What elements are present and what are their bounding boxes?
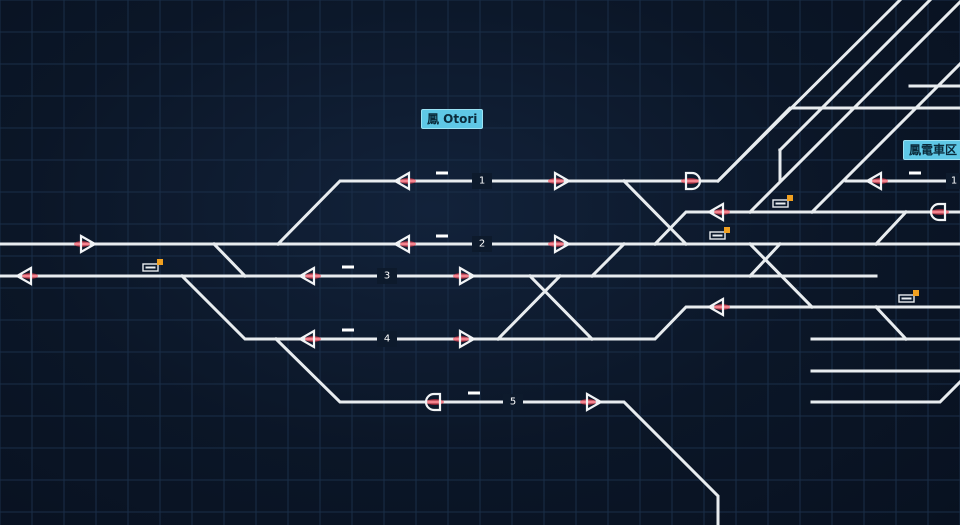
crossover-a[interactable]: [211, 241, 248, 279]
signal-triangle-icon[interactable]: [392, 171, 416, 191]
diag-line-d[interactable]: [809, 61, 960, 215]
signal-triangle-icon[interactable]: [297, 329, 321, 349]
signal-triangle-icon[interactable]: [548, 234, 572, 254]
diag-line-b[interactable]: [747, 0, 960, 215]
signal-triangle-icon[interactable]: [580, 392, 604, 412]
platform-markers: [342, 171, 921, 395]
signal-stop-icon[interactable]: [929, 202, 949, 222]
crossover-c[interactable]: [527, 273, 595, 342]
diag-line-c[interactable]: [777, 0, 960, 182]
depot-track-c[interactable]: [810, 379, 960, 404]
crossover-h[interactable]: [873, 209, 909, 247]
crossover-e[interactable]: [621, 178, 689, 247]
train-icon[interactable]: [898, 290, 919, 303]
track-2-label: 2: [479, 239, 485, 250]
signal-triangle-icon[interactable]: [864, 171, 888, 191]
track-labels: 1 2 3 4 5 1: [377, 173, 960, 410]
signal-stop-icon[interactable]: [424, 392, 444, 412]
train-icon[interactable]: [142, 259, 163, 272]
signal-triangle-icon[interactable]: [14, 266, 38, 286]
track-5-line[interactable]: [273, 336, 720, 525]
signal-stop-icon[interactable]: [681, 171, 702, 191]
signal-triangle-icon[interactable]: [392, 234, 416, 254]
track-upper-exit[interactable]: [652, 210, 960, 247]
signal-triangle-icon[interactable]: [706, 297, 730, 317]
signal-triangle-icon[interactable]: [453, 266, 477, 286]
train-icon[interactable]: [709, 227, 730, 240]
track-3-label: 3: [384, 271, 390, 282]
track-5-label: 5: [510, 397, 516, 408]
signal-triangle-icon[interactable]: [453, 329, 477, 349]
depot-track-1-label: 1: [951, 176, 957, 187]
train-icon[interactable]: [772, 195, 793, 208]
station-label-depot[interactable]: 鳳電車区: [903, 140, 960, 160]
crossover-b[interactable]: [495, 273, 563, 342]
track-lower-exit[interactable]: [590, 305, 960, 341]
station-label-otori[interactable]: 鳳 Otori: [421, 109, 484, 129]
crossover-d[interactable]: [589, 241, 627, 279]
track-1-label: 1: [479, 176, 485, 187]
signal-triangle-icon[interactable]: [706, 202, 730, 222]
depot-link-a[interactable]: [873, 304, 909, 342]
crossover-g[interactable]: [747, 241, 815, 310]
track-4-label: 4: [384, 334, 390, 345]
signals: [14, 171, 949, 412]
signal-triangle-icon[interactable]: [74, 234, 98, 254]
trains: [142, 195, 919, 303]
signal-triangle-icon[interactable]: [548, 171, 572, 191]
signal-triangle-icon[interactable]: [297, 266, 321, 286]
diag-line-a[interactable]: [715, 0, 903, 184]
